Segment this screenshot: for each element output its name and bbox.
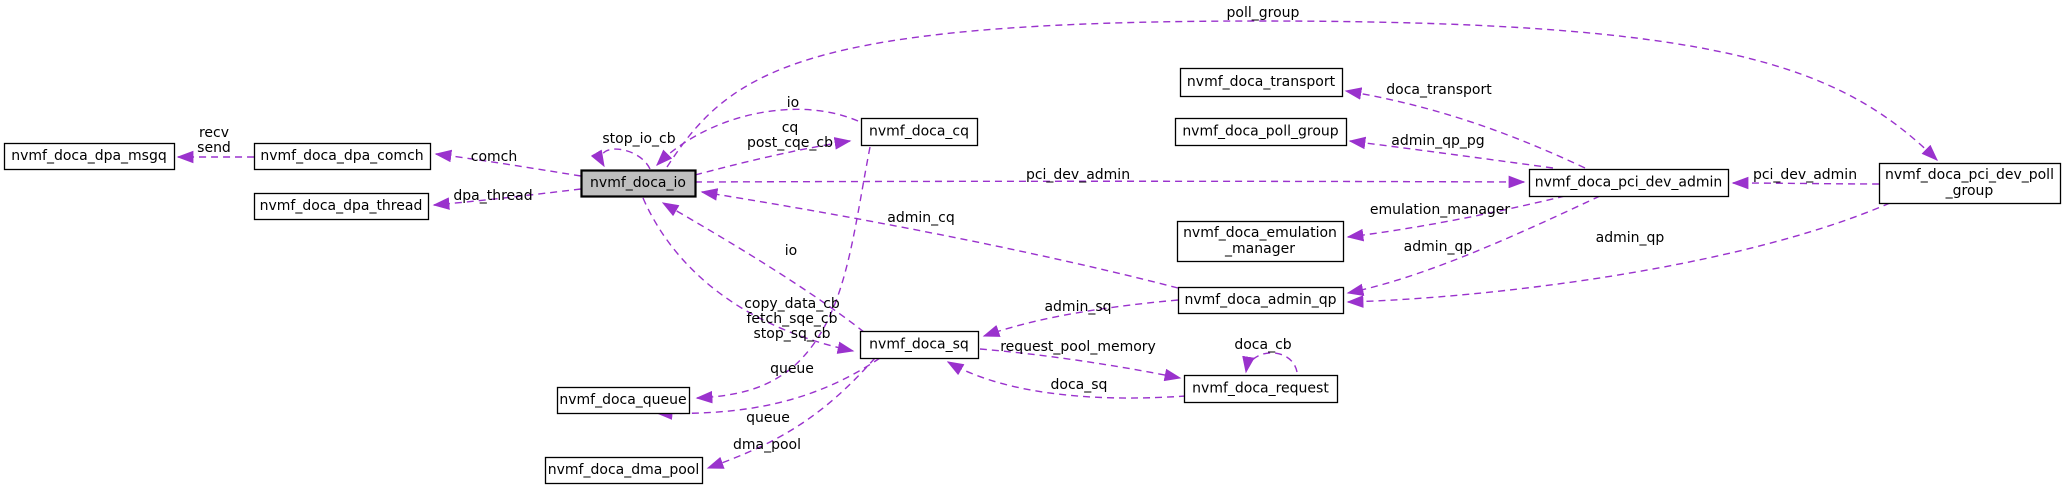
node-text-nvmf_doca_admin_qp: nvmf_doca_admin_qp [1184,292,1336,308]
edge-stop_io_cb [590,148,651,170]
node-text-nvmf_doca_io: nvmf_doca_io [590,175,686,191]
node-box-nvmf_doca_pci_dev_poll_group[interactable] [1878,162,2062,205]
node-text-nvmf_doca_pci_dev_admin: nvmf_doca_pci_dev_admin [1535,175,1723,191]
node-box-nvmf_doca_admin_qp[interactable] [1177,286,1345,315]
node-nvmf_doca_queue[interactable]: nvmf_doca_queue [556,386,691,415]
node-text-nvmf_doca_cq: nvmf_doca_cq [869,124,969,140]
node-box-nvmf_doca_pci_dev_admin[interactable] [1528,168,1730,198]
edge-doca_transport [1344,87,1586,169]
node-nvmf_doca_emulation_manager[interactable]: nvmf_doca_emulation_manager [1176,220,1345,263]
node-box-nvmf_doca_queue[interactable] [556,386,691,415]
node-text-nvmf_doca_dma_pool: nvmf_doca_dma_pool [548,462,699,478]
node-text-nvmf_doca_emulation_manager: nvmf_doca_emulation [1183,225,1337,241]
edge-emulation_manager [1346,195,1566,242]
edge-label-recv-send: send [197,140,231,156]
edge-admin_cq [700,188,1179,289]
edge-cq-post_cqe_cb [694,137,852,176]
edge-label-dpa_thread: dpa_thread [453,188,532,204]
node-text-nvmf_doca_dpa_msgq: nvmf_doca_dpa_msgq [11,148,167,164]
node-text-nvmf_doca_request: nvmf_doca_request [1192,381,1329,397]
edge-label-emulation_manager: emulation_manager [1370,202,1511,218]
edge-label-admin_qp-right: admin_qp [1596,230,1665,246]
edge-label-pci_dev_admin-right: pci_dev_admin [1753,167,1857,183]
edge-label-io-from-sq: io [785,243,797,259]
node-nvmf_doca_cq[interactable]: nvmf_doca_cq [860,117,979,147]
edge-admin_qp-left [1346,195,1601,297]
edge-doca_cb [1242,352,1298,374]
node-text-nvmf_doca_emulation_manager: _manager [1224,241,1295,257]
edge-label-io-from-cq: io [787,95,799,111]
edge-queue-upper [695,146,871,404]
edge-label-admin_qp-left: admin_qp [1404,239,1473,255]
node-nvmf_doca_pci_dev_admin[interactable]: nvmf_doca_pci_dev_admin [1528,168,1730,198]
edge-label-recv-send: recv [199,125,229,141]
edge-poll_group [666,20,1939,168]
edge-dpa_thread [432,188,582,210]
edge-label-admin_qp_pg: admin_qp_pg [1391,133,1484,149]
node-nvmf_doca_transport[interactable]: nvmf_doca_transport [1179,67,1344,98]
edge-label-sq-callbacks: copy_data_cb [744,296,840,312]
edge-label-stop_io_cb: stop_io_cb [602,131,675,147]
edge-pci_dev_admin-mid [694,175,1526,189]
node-box-nvmf_doca_request[interactable] [1183,374,1339,404]
edge-admin_qp_pg [1348,136,1554,169]
node-box-nvmf_doca_dpa_msgq[interactable] [3,142,176,171]
node-nvmf_doca_pci_dev_poll_group[interactable]: nvmf_doca_pci_dev_poll_group [1878,162,2062,205]
node-text-nvmf_doca_transport: nvmf_doca_transport [1187,74,1336,90]
edge-label-pci_dev_admin-mid: pci_dev_admin [1026,167,1130,183]
edge-comch [434,149,582,177]
node-box-nvmf_doca_dpa_thread[interactable] [253,192,430,221]
edge-label-doca_cb: doca_cb [1234,337,1291,353]
edge-label-sq-callbacks: fetch_sqe_cb [747,311,838,327]
node-box-nvmf_doca_transport[interactable] [1179,67,1344,98]
node-text-nvmf_doca_dpa_comch: nvmf_doca_dpa_comch [260,148,423,164]
node-box-nvmf_doca_poll_group[interactable] [1174,117,1348,147]
edge-queue-lower [655,357,881,420]
edge-label-cq-post_cqe_cb: post_cqe_cb [747,135,833,151]
node-text-nvmf_doca_sq: nvmf_doca_sq [869,337,969,353]
node-box-nvmf_doca_emulation_manager[interactable] [1176,220,1345,263]
node-text-nvmf_doca_pci_dev_poll_group: nvmf_doca_pci_dev_poll [1885,167,2054,183]
node-box-nvmf_doca_cq[interactable] [860,117,979,147]
edge-label-cq-post_cqe_cb: cq [782,120,799,136]
edge-doca_sq [946,361,1187,399]
node-nvmf_doca_dma_pool[interactable]: nvmf_doca_dma_pool [544,456,704,485]
node-nvmf_doca_request[interactable]: nvmf_doca_request [1183,374,1339,404]
edge-admin_qp-right [1346,202,1891,308]
edge-label-request_pool_memory: request_pool_memory [1000,339,1156,355]
edge-label-doca_sq: doca_sq [1051,377,1108,393]
node-nvmf_doca_dpa_thread[interactable]: nvmf_doca_dpa_thread [253,192,430,221]
node-nvmf_doca_dpa_comch[interactable]: nvmf_doca_dpa_comch [253,142,432,171]
edge-admin_sq [982,299,1179,337]
node-nvmf_doca_admin_qp[interactable]: nvmf_doca_admin_qp [1177,286,1345,315]
edge-label-queue-lower: queue [746,410,790,426]
edge-request_pool_memory [979,348,1182,382]
edge-pci_dev_admin-right [1731,176,1880,190]
node-box-nvmf_doca_dpa_comch[interactable] [253,142,432,171]
edge-label-admin_cq: admin_cq [887,210,954,226]
node-nvmf_doca_sq[interactable]: nvmf_doca_sq [859,330,980,360]
edge-io-from-cq [656,108,859,166]
node-nvmf_doca_dpa_msgq[interactable]: nvmf_doca_dpa_msgq [3,142,176,171]
node-text-nvmf_doca_poll_group: nvmf_doca_poll_group [1182,124,1338,140]
node-box-nvmf_doca_io[interactable] [580,169,697,198]
node-nvmf_doca_io[interactable]: nvmf_doca_io [580,169,697,198]
edge-label-queue-upper: queue [770,361,814,377]
node-nvmf_doca_poll_group[interactable]: nvmf_doca_poll_group [1174,117,1348,147]
edge-label-admin_sq: admin_sq [1044,299,1111,315]
edge-dma_pool [706,357,876,469]
node-text-nvmf_doca_pci_dev_poll_group: _group [1945,183,1994,199]
edge-label-comch: comch [471,149,517,165]
edge-io-from-sq [661,202,865,333]
edge-label-dma_pool: dma_pool [733,437,801,453]
edge-label-doca_transport: doca_transport [1386,82,1492,98]
node-box-nvmf_doca_dma_pool[interactable] [544,456,704,485]
edge-label-poll_group: poll_group [1227,5,1300,21]
node-text-nvmf_doca_queue: nvmf_doca_queue [559,392,686,408]
edge-sq-callbacks [642,197,855,354]
edge-label-sq-callbacks: stop_sq_cb [754,326,831,342]
node-box-nvmf_doca_sq[interactable] [859,330,980,360]
node-text-nvmf_doca_dpa_thread: nvmf_doca_dpa_thread [260,198,423,214]
